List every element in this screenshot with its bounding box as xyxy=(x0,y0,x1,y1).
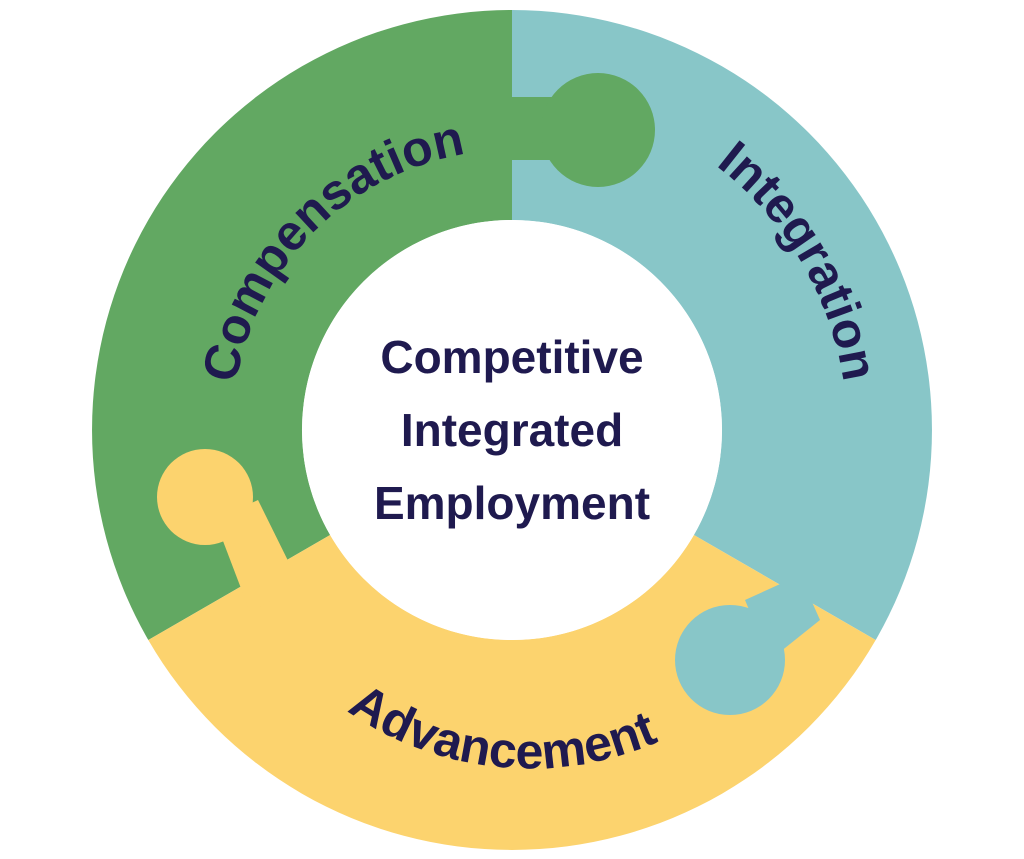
compensation-puzzle-tab xyxy=(505,73,655,187)
center-title-line-3: Employment xyxy=(374,477,650,529)
center-title-line-2: Integrated xyxy=(401,404,623,456)
center-title-line-1: Competitive xyxy=(380,331,643,383)
advancement-puzzle-tab xyxy=(157,449,300,612)
advancement-segment xyxy=(148,535,876,850)
center-circle xyxy=(302,220,722,640)
integration-puzzle-tab xyxy=(675,575,820,715)
